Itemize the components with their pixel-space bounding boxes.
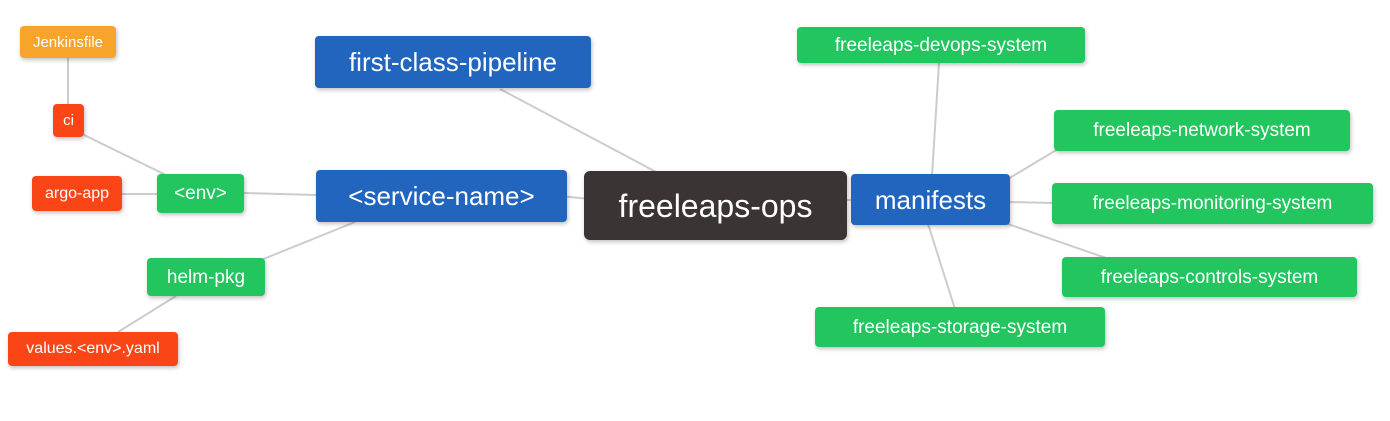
edge-manifests-controls-system [1007, 223, 1107, 259]
node-freeleaps-network-system[interactable]: freeleaps-network-system [1054, 110, 1350, 151]
node-freeleaps-storage-system[interactable]: freeleaps-storage-system [815, 307, 1105, 347]
edge-ci-env [81, 133, 167, 176]
node-service-name[interactable]: <service-name> [316, 170, 567, 222]
node-argo-app[interactable]: argo-app [32, 176, 122, 211]
edge-manifests-monitoring [1007, 201, 1055, 204]
edge-env-service-name [243, 192, 317, 196]
node-freeleaps-devops-system[interactable]: freeleaps-devops-system [797, 27, 1085, 63]
node-first-class-pipeline[interactable]: first-class-pipeline [315, 36, 591, 88]
edge-values-helm-pkg [117, 295, 177, 333]
edge-helm-pkg-service-name [260, 221, 356, 261]
edge-manifests-network-system [1007, 148, 1059, 180]
node-ci[interactable]: ci [53, 104, 84, 137]
node-values-env-yaml[interactable]: values.<env>.yaml [8, 332, 178, 366]
node-helm-pkg[interactable]: helm-pkg [147, 258, 265, 296]
node-manifests[interactable]: manifests [851, 174, 1010, 225]
node-env[interactable]: <env> [157, 174, 244, 213]
node-jenkinsfile[interactable]: Jenkinsfile [20, 26, 116, 58]
edge-manifests-devops-system [931, 62, 940, 177]
edge-first-class-pipeline-ops [499, 88, 659, 174]
edge-manifests-storage-system [927, 223, 956, 310]
node-freeleaps-controls-system[interactable]: freeleaps-controls-system [1062, 257, 1357, 297]
node-freeleaps-monitoring-system[interactable]: freeleaps-monitoring-system [1052, 183, 1373, 224]
node-freeleaps-ops[interactable]: freeleaps-ops [584, 171, 847, 240]
